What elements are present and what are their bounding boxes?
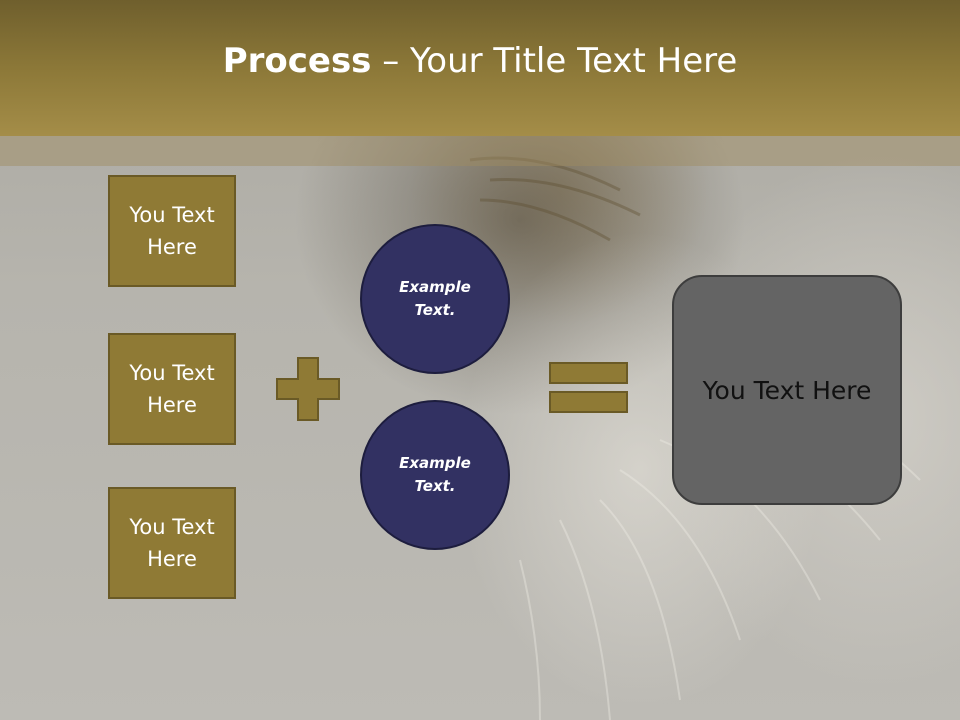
input-box-3: You Text Here [108,487,236,599]
title-bold: Process [222,41,372,81]
title-rest: – Your Title Text Here [371,41,738,81]
header-band [0,136,960,166]
title-bar: Process – Your Title Text Here [0,0,960,136]
result-label: You Text Here [702,375,872,405]
input-box-label: You Text Here [129,361,215,417]
result-box: You Text Here [672,275,902,505]
example-circle-1: Example Text. [360,224,510,374]
input-box-label: You Text Here [129,515,215,571]
example-circle-2: Example Text. [360,400,510,550]
input-box-1: You Text Here [108,175,236,287]
slide-title: Process – Your Title Text Here [223,41,738,81]
circle-label: Example Text. [399,278,471,319]
plus-icon [276,357,340,421]
equals-icon [549,362,628,413]
circle-label: Example Text. [399,454,471,495]
input-box-2: You Text Here [108,333,236,445]
input-box-label: You Text Here [129,203,215,259]
